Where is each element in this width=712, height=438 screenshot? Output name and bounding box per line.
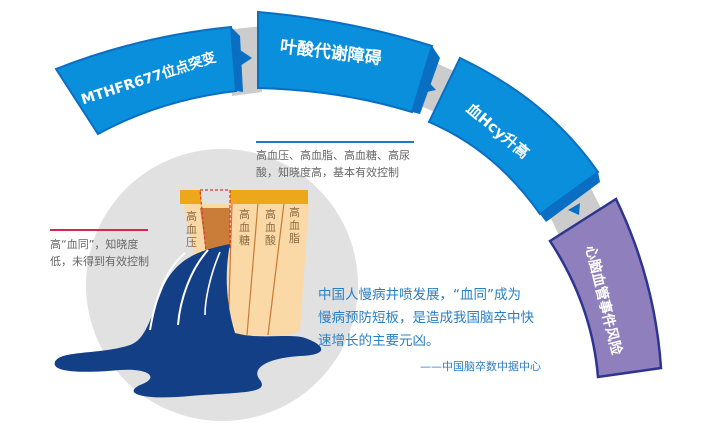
quote-line-1: 中国人慢病井喷发展，“血同”成为 [318, 287, 521, 303]
right-note-line-1: 高血压、高血脂、高血糖、高尿 [256, 149, 410, 162]
arrow-down-icon [568, 203, 580, 215]
stave-label-2: 高血糖 [239, 207, 250, 247]
stave-label-1: 高血压 [186, 209, 197, 249]
short-stave [200, 208, 230, 252]
left-note: 高“血同”，知晓度 低，未得到有效控制 [50, 236, 149, 270]
right-note-rule [256, 141, 414, 143]
quote-line-3: 速增长的主要元凶。 [318, 333, 440, 349]
flow-step-4 [548, 197, 663, 379]
flow-step-2 [257, 10, 440, 114]
barrel-rim [180, 190, 308, 204]
right-note: 高血压、高血脂、高血糖、高尿 酸，知晓度高，基本有效控制 [256, 147, 410, 181]
right-note-line-2: 酸，知晓度高，基本有效控制 [256, 166, 399, 179]
stave-label-4: 高血脂 [289, 205, 300, 245]
left-note-rule [50, 229, 148, 231]
stave-label-3: 高血酸 [265, 207, 276, 247]
left-note-line-2: 低，未得到有效控制 [50, 255, 149, 268]
flow-step-3 [427, 56, 600, 222]
quote-line-2: 慢病预防短板，是造成我国脑卒中快 [318, 310, 534, 326]
arrow-right-icon [240, 50, 252, 66]
flow-step-1 [54, 25, 243, 136]
barrel [54, 189, 322, 398]
left-note-line-1: 高“血同”，知晓度 [50, 238, 139, 251]
stave-labels: 高血压 高血糖 高血酸 高血脂 [186, 205, 300, 249]
water-spill [54, 244, 322, 398]
quote-source: ——中国脑卒数中据中心 [420, 360, 541, 373]
quote-text: 中国人慢病井喷发展，“血同”成为 慢病预防短板，是造成我国脑卒中快 速增长的主要… [318, 284, 558, 353]
connector-3 [548, 183, 604, 242]
missing-stave-outline [199, 189, 231, 253]
